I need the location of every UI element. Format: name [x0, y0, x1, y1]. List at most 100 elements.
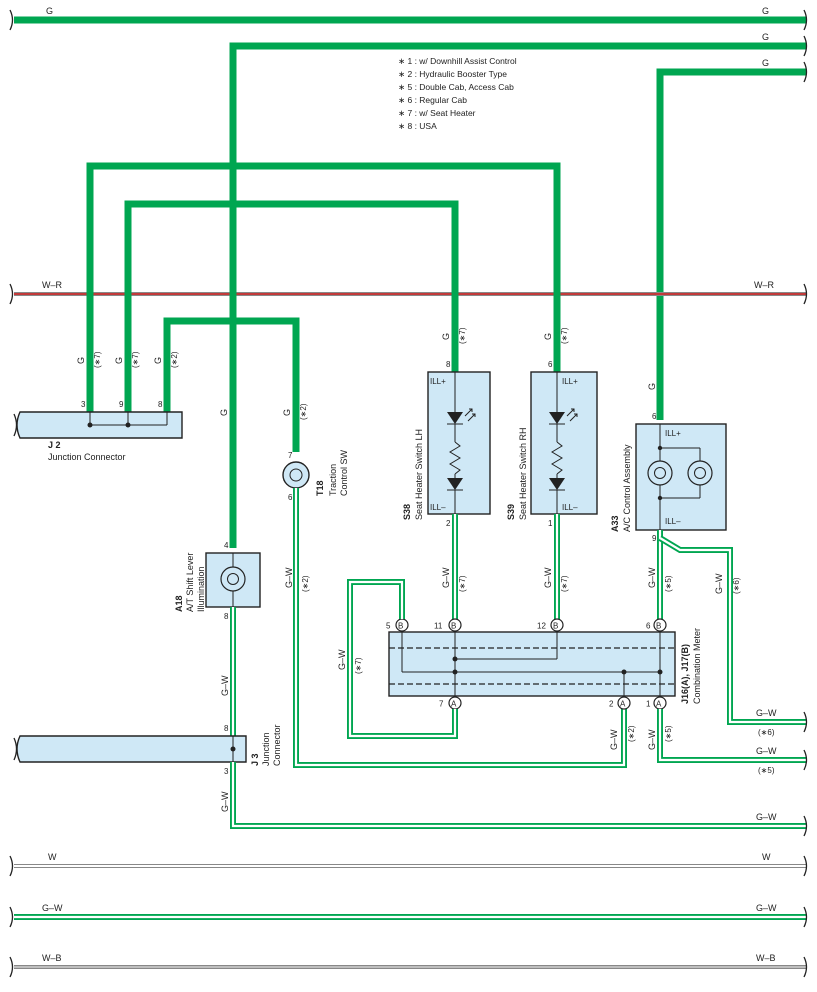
s39-code: S39 — [506, 504, 516, 520]
break-mark — [803, 283, 808, 305]
j3-name-2: Connector — [272, 724, 282, 766]
note-3: ∗ 5 : Double Cab, Access Cab — [398, 82, 514, 92]
a33-ac-control-assembly: ILL+ ILL– 6 9 G A33 A/C Control Assembly — [610, 383, 727, 543]
s39-ill-minus: ILL– — [562, 503, 578, 512]
meter-pin6-num: 6 — [646, 622, 651, 631]
combination-meter: B 5 B 11 B 12 B 6 A 7 A 2 A 1 J16(A), J1… — [386, 618, 702, 710]
s39-seat-heater-switch-rh: ILL+ ILL– 6 1 G (∗7) S39 Seat Heater Swi… — [506, 327, 598, 528]
wire-label-w-left: W — [48, 852, 57, 862]
wire-label-wb-left: W–B — [42, 953, 62, 963]
j2-junction-connector: 3 9 8 J 2 Junction Connector G (∗7) G (∗… — [13, 351, 183, 462]
a33-wire-bottom-note: (∗5) — [664, 575, 673, 592]
led-icon — [549, 412, 565, 424]
break-mark — [9, 283, 14, 305]
resistor-icon — [551, 441, 563, 475]
note-6: ∗ 8 : USA — [398, 121, 437, 131]
meter-loop-note: (∗7) — [354, 657, 363, 674]
meter-pin12-conn: B — [553, 622, 558, 631]
s39-pin-top: 6 — [548, 360, 553, 369]
a18-wire-bottom: G–W — [220, 675, 230, 696]
t18-name-1: Traction — [328, 464, 338, 496]
a18-pin-bottom: 8 — [224, 612, 229, 621]
j2-pin-3: 3 — [81, 400, 86, 409]
a33-wire-top: G — [647, 383, 657, 390]
meter-code: J16(A), J17(B) — [680, 644, 690, 704]
bus-w-b: W–B W–B — [9, 953, 808, 978]
meter-pin11-num: 11 — [434, 622, 443, 631]
a33-wire-bottom: G–W — [647, 567, 657, 588]
s38-ill-plus: ILL+ — [430, 377, 446, 386]
meter-pin11-conn: B — [451, 622, 456, 631]
wire-label-g3-right: G — [762, 58, 769, 68]
wire-label-gw-a5: G–W — [756, 746, 777, 756]
t18-wire-top-note: (∗2) — [299, 403, 308, 420]
j2-pin-8: 8 — [158, 400, 163, 409]
wire-label-top-g-right: G — [762, 6, 769, 16]
j2-wire3-note: (∗2) — [170, 351, 179, 368]
s39-ill-plus: ILL+ — [562, 377, 578, 386]
bus-g-w: G–W G–W — [9, 903, 808, 928]
j2-name: Junction Connector — [48, 452, 126, 462]
bulb-icon — [687, 460, 713, 486]
j3-junction-connector: 8 3 J 3 Junction Connector — [13, 724, 282, 776]
break-mark — [803, 61, 808, 83]
s38-wire-bottom: G–W — [441, 567, 451, 588]
meter-pin1-num: 1 — [646, 700, 651, 709]
t18-pin-bottom: 6 — [288, 493, 293, 502]
resistor-icon — [449, 441, 461, 475]
bus-w-r: W–R W–R — [9, 280, 808, 305]
meter-pin6-conn: B — [656, 622, 661, 631]
t18-traction-control-sw: G (∗2) 7 6 T18 Traction Control SW — [282, 403, 349, 502]
a33-name: A/C Control Assembly — [622, 444, 632, 532]
a18-shift-lever-illumination: 4 8 A18 A/T Shift Lever Illumination — [174, 541, 261, 621]
j2-code: J 2 — [48, 440, 61, 450]
s39-wire-bottom-note: (∗7) — [560, 575, 569, 592]
t18-wire-bottom-note: (∗2) — [301, 575, 310, 592]
s38-pin-top: 8 — [446, 360, 451, 369]
s38-seat-heater-switch-lh: ILL+ ILL– 8 2 G (∗7) S38 Seat Heater Swi… — [402, 327, 491, 528]
s39-wire-top: G — [543, 333, 553, 340]
j2-wire2-color: G — [114, 357, 124, 364]
meter-pin2-num: 2 — [609, 700, 614, 709]
meter-pin2-conn: A — [620, 700, 626, 709]
meter-pin7-num: 7 — [439, 700, 444, 709]
a18-name-1: A/T Shift Lever — [185, 553, 195, 612]
s38-pin-bottom: 2 — [446, 519, 451, 528]
wire-label-gw-bus-left: G–W — [42, 903, 63, 913]
a33-pin-bottom: 9 — [652, 534, 657, 543]
s39-pin-bottom: 1 — [548, 519, 553, 528]
a33-wire-side: G–W — [714, 573, 724, 594]
wire-label-gw-out-right: G–W — [756, 812, 777, 822]
s38-wire-bottom-note: (∗7) — [458, 575, 467, 592]
diode-icon — [549, 478, 565, 490]
meter-pin5-conn: B — [398, 622, 403, 631]
break-mark — [803, 35, 808, 57]
a18-name-2: Illumination — [196, 566, 206, 612]
meter-pin1-wire: G–W — [647, 729, 657, 750]
notes-block: ∗ 1 : w/ Downhill Assist Control ∗ 2 : H… — [398, 56, 517, 131]
meter-pin5-num: 5 — [386, 622, 391, 631]
j3-name-1: Junction — [261, 732, 271, 766]
note-2: ∗ 2 : Hydraulic Booster Type — [398, 69, 507, 79]
wire-gw-j3-out — [230, 762, 806, 829]
wire-note-gw-a5: (∗5) — [758, 766, 775, 775]
vertical-g-label: G — [219, 409, 229, 416]
meter-pin2-note: (∗2) — [627, 725, 636, 742]
t18-wire-bottom: G–W — [284, 567, 294, 588]
break-mark — [9, 9, 14, 31]
bulb-icon — [647, 460, 673, 486]
meter-name: Combination Meter — [692, 628, 702, 704]
wire-g-a33-feed — [656, 68, 806, 420]
wire-label-g2-right: G — [762, 32, 769, 42]
meter-loop-wire: G–W — [337, 649, 347, 670]
a18-pin-top: 4 — [224, 541, 229, 550]
s38-code: S38 — [402, 504, 412, 520]
s38-ill-minus: ILL– — [430, 503, 446, 512]
j2-wire1-note: (∗7) — [93, 351, 102, 368]
s38-name: Seat Heater Switch LH — [414, 429, 424, 520]
a33-ill-minus: ILL– — [665, 517, 681, 526]
led-icon — [447, 412, 463, 424]
j2-wire2-note: (∗7) — [131, 351, 140, 368]
t18-pin-top: 7 — [288, 451, 293, 460]
